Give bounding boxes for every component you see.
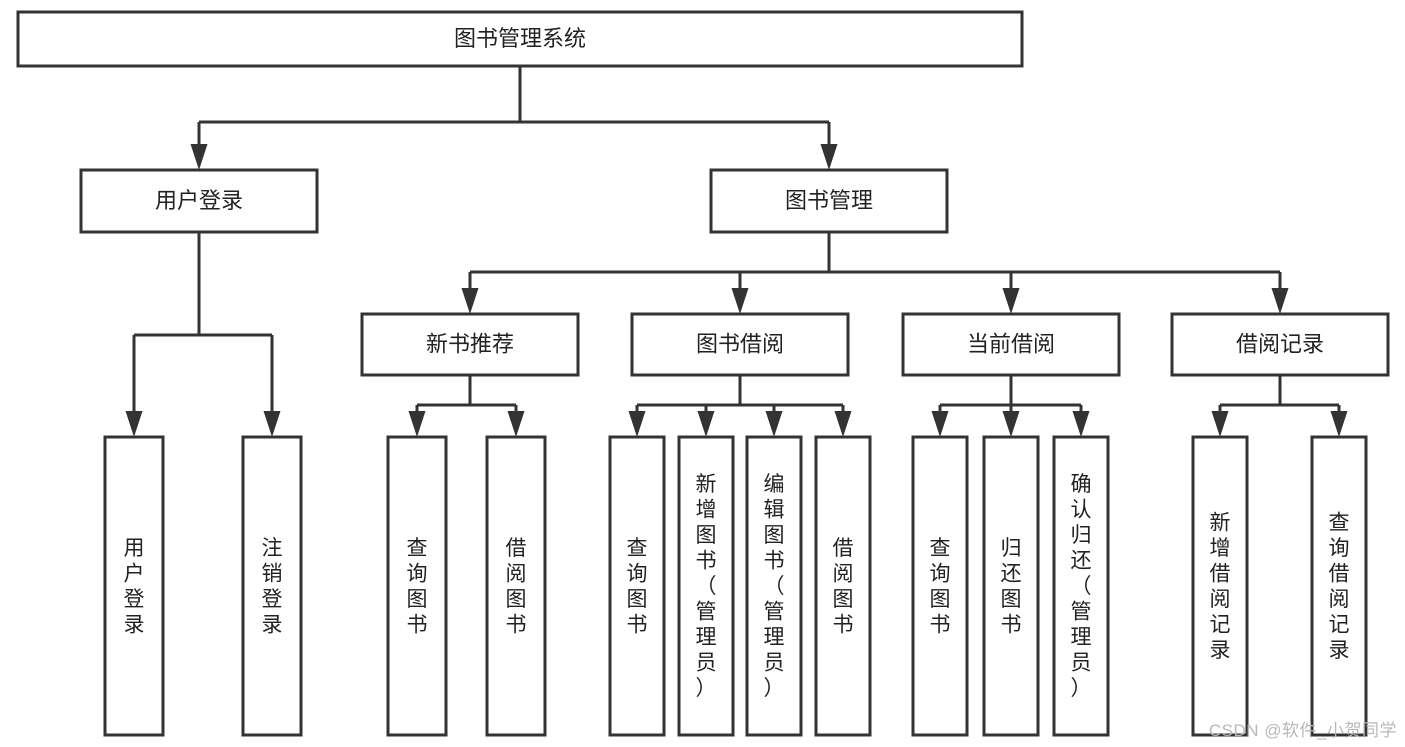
connector-layer (125, 66, 1348, 437)
node-leaf-query-book-recommend[interactable]: 查询图书 (386, 435, 448, 737)
node-label-leaf-user-login: 用户登录 (124, 537, 145, 637)
node-box-leaf-add-book-admin[interactable] (677, 435, 735, 737)
node-label-current-borrow: 当前借阅 (967, 331, 1055, 356)
node-label-leaf-query-book-borrow: 查询图书 (627, 537, 648, 637)
node-box-leaf-return-book[interactable] (982, 435, 1040, 737)
book-mgmt-child-arrow-0-head (461, 288, 479, 314)
leaf-group-1-arrow-1-head (507, 411, 525, 437)
node-label-root: 图书管理系统 (454, 26, 586, 51)
node-label-leaf-borrow-book-recommend: 借阅图书 (506, 537, 527, 637)
leaf-group-3-arrow-1-head (1002, 411, 1020, 437)
book-mgmt-child-arrow-3-head (1271, 288, 1289, 314)
node-box-leaf-add-borrow-record[interactable] (1191, 435, 1249, 737)
node-box-book-management[interactable] (709, 168, 949, 234)
book-mgmt-child-arrow-2-head (1002, 288, 1020, 314)
node-label-leaf-edit-book-admin: 编辑图书（管理员） (764, 473, 785, 700)
node-box-leaf-borrow-book[interactable] (814, 435, 872, 737)
node-label-leaf-add-borrow-record: 新增借阅记录 (1210, 511, 1231, 662)
leaf-group-2-arrow-0-head (628, 411, 646, 437)
node-label-borrow-record: 借阅记录 (1236, 331, 1324, 356)
node-box-current-borrow[interactable] (901, 312, 1121, 377)
node-box-leaf-query-book-current[interactable] (911, 435, 969, 737)
node-label-book-management: 图书管理 (785, 188, 873, 213)
node-label-leaf-logout-login: 注销登录 (262, 537, 283, 637)
node-current-borrow[interactable]: 当前借阅 (901, 312, 1121, 377)
node-new-book-recommend[interactable]: 新书推荐 (360, 312, 580, 377)
node-leaf-borrow-book-recommend[interactable]: 借阅图书 (485, 435, 547, 737)
node-leaf-user-login[interactable]: 用户登录 (103, 435, 165, 737)
node-box-leaf-query-book-recommend[interactable] (386, 435, 448, 737)
node-book-management[interactable]: 图书管理 (709, 168, 949, 234)
node-label-leaf-query-borrow-record: 查询借阅记录 (1329, 511, 1350, 662)
node-book-borrow[interactable]: 图书借阅 (630, 312, 850, 377)
node-label-leaf-borrow-book: 借阅图书 (833, 537, 854, 637)
leaf-group-0-arrow-1-head (263, 411, 281, 437)
node-box-leaf-confirm-return-admin[interactable] (1052, 435, 1110, 737)
leaf-group-3-arrow-2-head (1072, 411, 1090, 437)
node-label-leaf-add-book-admin: 新增图书（管理员） (696, 473, 717, 700)
node-box-leaf-user-login[interactable] (103, 435, 165, 737)
node-leaf-add-book-admin[interactable]: 新增图书（管理员） (677, 435, 735, 737)
book-mgmt-child-arrow-1-head (731, 288, 749, 314)
node-label-leaf-return-book: 归还图书 (1001, 537, 1022, 637)
node-leaf-add-borrow-record[interactable]: 新增借阅记录 (1191, 435, 1249, 737)
node-box-user-login[interactable] (79, 168, 319, 234)
node-label-user-login: 用户登录 (155, 188, 243, 213)
leaf-group-4-arrow-1-head (1330, 411, 1348, 437)
node-borrow-record[interactable]: 借阅记录 (1170, 312, 1390, 377)
node-leaf-confirm-return-admin[interactable]: 确认归还（管理员） (1052, 435, 1110, 737)
leaf-group-2-arrow-2-head (765, 411, 783, 437)
node-leaf-query-book-current[interactable]: 查询图书 (911, 435, 969, 737)
node-box-leaf-query-borrow-record[interactable] (1310, 435, 1368, 737)
node-label-leaf-confirm-return-admin: 确认归还（管理员） (1071, 473, 1092, 700)
node-box-leaf-logout-login[interactable] (241, 435, 303, 737)
root-child-arrow-1-head (820, 144, 838, 170)
leaf-group-4-arrow-0-head (1211, 411, 1229, 437)
node-label-book-borrow: 图书借阅 (696, 331, 784, 356)
node-box-leaf-edit-book-admin[interactable] (745, 435, 803, 737)
node-user-login[interactable]: 用户登录 (79, 168, 319, 234)
leaf-group-2-arrow-3-head (834, 411, 852, 437)
node-leaf-query-borrow-record[interactable]: 查询借阅记录 (1310, 435, 1368, 737)
node-layer: 图书管理系统用户登录图书管理新书推荐图书借阅当前借阅借阅记录用户登录注销登录查询… (16, 10, 1390, 737)
node-leaf-borrow-book[interactable]: 借阅图书 (814, 435, 872, 737)
leaf-group-3-arrow-0-head (931, 411, 949, 437)
leaf-group-0-arrow-0-head (125, 411, 143, 437)
leaf-group-2-arrow-1-head (697, 411, 715, 437)
node-box-book-borrow[interactable] (630, 312, 850, 377)
node-box-new-book-recommend[interactable] (360, 312, 580, 377)
leaf-group-1-arrow-0-head (408, 411, 426, 437)
node-leaf-query-book-borrow[interactable]: 查询图书 (608, 435, 666, 737)
node-label-leaf-query-book-recommend: 查询图书 (407, 537, 428, 637)
node-label-leaf-query-book-current: 查询图书 (930, 537, 951, 637)
node-root[interactable]: 图书管理系统 (16, 10, 1024, 68)
node-leaf-logout-login[interactable]: 注销登录 (241, 435, 303, 737)
node-box-root[interactable] (16, 10, 1024, 68)
root-child-arrow-0-head (190, 144, 208, 170)
node-box-leaf-query-book-borrow[interactable] (608, 435, 666, 737)
node-label-new-book-recommend: 新书推荐 (426, 331, 514, 356)
node-box-borrow-record[interactable] (1170, 312, 1390, 377)
node-leaf-return-book[interactable]: 归还图书 (982, 435, 1040, 737)
node-leaf-edit-book-admin[interactable]: 编辑图书（管理员） (745, 435, 803, 737)
node-box-leaf-borrow-book-recommend[interactable] (485, 435, 547, 737)
